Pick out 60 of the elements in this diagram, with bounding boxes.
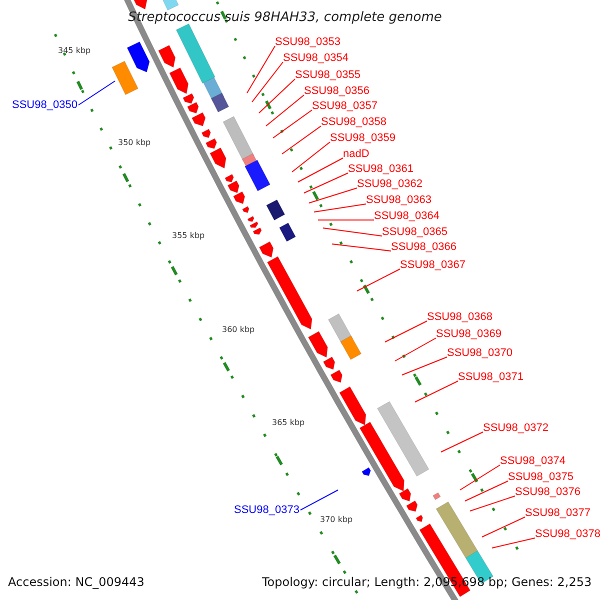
leader-line <box>464 480 508 502</box>
leader-line <box>304 172 348 194</box>
gene-label: SSU98_0358 <box>321 116 386 128</box>
gene-label: SSU98_0356 <box>304 85 370 97</box>
leader-line <box>492 538 536 548</box>
gene-label: SSU98_0372 <box>483 422 548 434</box>
gene-label: SSU98_0378 <box>535 528 600 540</box>
gene-label: SSU98_0362 <box>357 178 422 190</box>
leader-line <box>394 338 436 362</box>
scale-label: 345 kbp <box>58 46 91 56</box>
gene-label: SSU98_0373 <box>234 504 300 516</box>
gene-label: SSU98_0366 <box>391 241 456 253</box>
gene-label: SSU98_0364 <box>374 210 440 222</box>
leader-line <box>252 62 284 102</box>
leader-line <box>272 110 312 138</box>
gene-label: SSU98_0365 <box>382 226 448 238</box>
leader-line <box>440 432 484 452</box>
gene-label: SSU98_0357 <box>312 100 378 112</box>
gene-label: nadD <box>343 148 370 160</box>
leader-line <box>470 496 516 512</box>
gene-label: SSU98_0370 <box>447 347 512 359</box>
leader-line <box>322 228 382 236</box>
gene-label: SSU98_0361 <box>348 163 414 175</box>
leader-line <box>402 356 448 376</box>
leader-line <box>298 158 344 182</box>
leader-line <box>314 204 366 212</box>
gene-label: SSU98_0371 <box>458 371 524 383</box>
leader-line <box>460 464 500 490</box>
leader-line <box>246 46 276 94</box>
leader-line <box>78 80 116 106</box>
leader-line <box>258 78 296 114</box>
gene-label: SSU98_0359 <box>330 132 396 144</box>
leader-line <box>266 94 304 126</box>
scale-label: 370 kbp <box>320 515 353 525</box>
gene-label: SSU98_0367 <box>400 259 466 271</box>
gene-label: SSU98_0353 <box>275 36 340 48</box>
leader-line <box>384 320 428 342</box>
gene-label: SSU98_0363 <box>366 194 432 206</box>
scale-label: 360 kbp <box>222 325 255 335</box>
leader-line <box>356 268 400 292</box>
gene-label: SSU98_0374 <box>500 455 566 467</box>
leader-line <box>282 126 322 154</box>
gene-label: SSU98_0354 <box>283 52 348 64</box>
scale-label: 355 kbp <box>172 231 205 241</box>
gene-label: SSU98_0375 <box>508 471 574 483</box>
gene-label: SSU98_0377 <box>525 507 590 519</box>
scale-label: 365 kbp <box>272 418 305 428</box>
scale-label: 350 kbp <box>118 138 151 148</box>
leader-line <box>308 188 358 204</box>
gene-label: SSU98_0376 <box>515 486 580 498</box>
gene-label: SSU98_0369 <box>436 328 502 340</box>
gene-label: SSU98_0355 <box>295 69 360 81</box>
leader-line <box>292 142 330 172</box>
leader-line <box>482 516 526 538</box>
footer-note: Accession: NC_009443 <box>8 575 144 589</box>
gene-label: SSU98_0350 <box>12 99 78 111</box>
leader-line <box>332 244 392 252</box>
leader-line <box>300 490 338 510</box>
gene-label: SSU98_0368 <box>427 311 492 323</box>
leader-line <box>414 380 458 402</box>
